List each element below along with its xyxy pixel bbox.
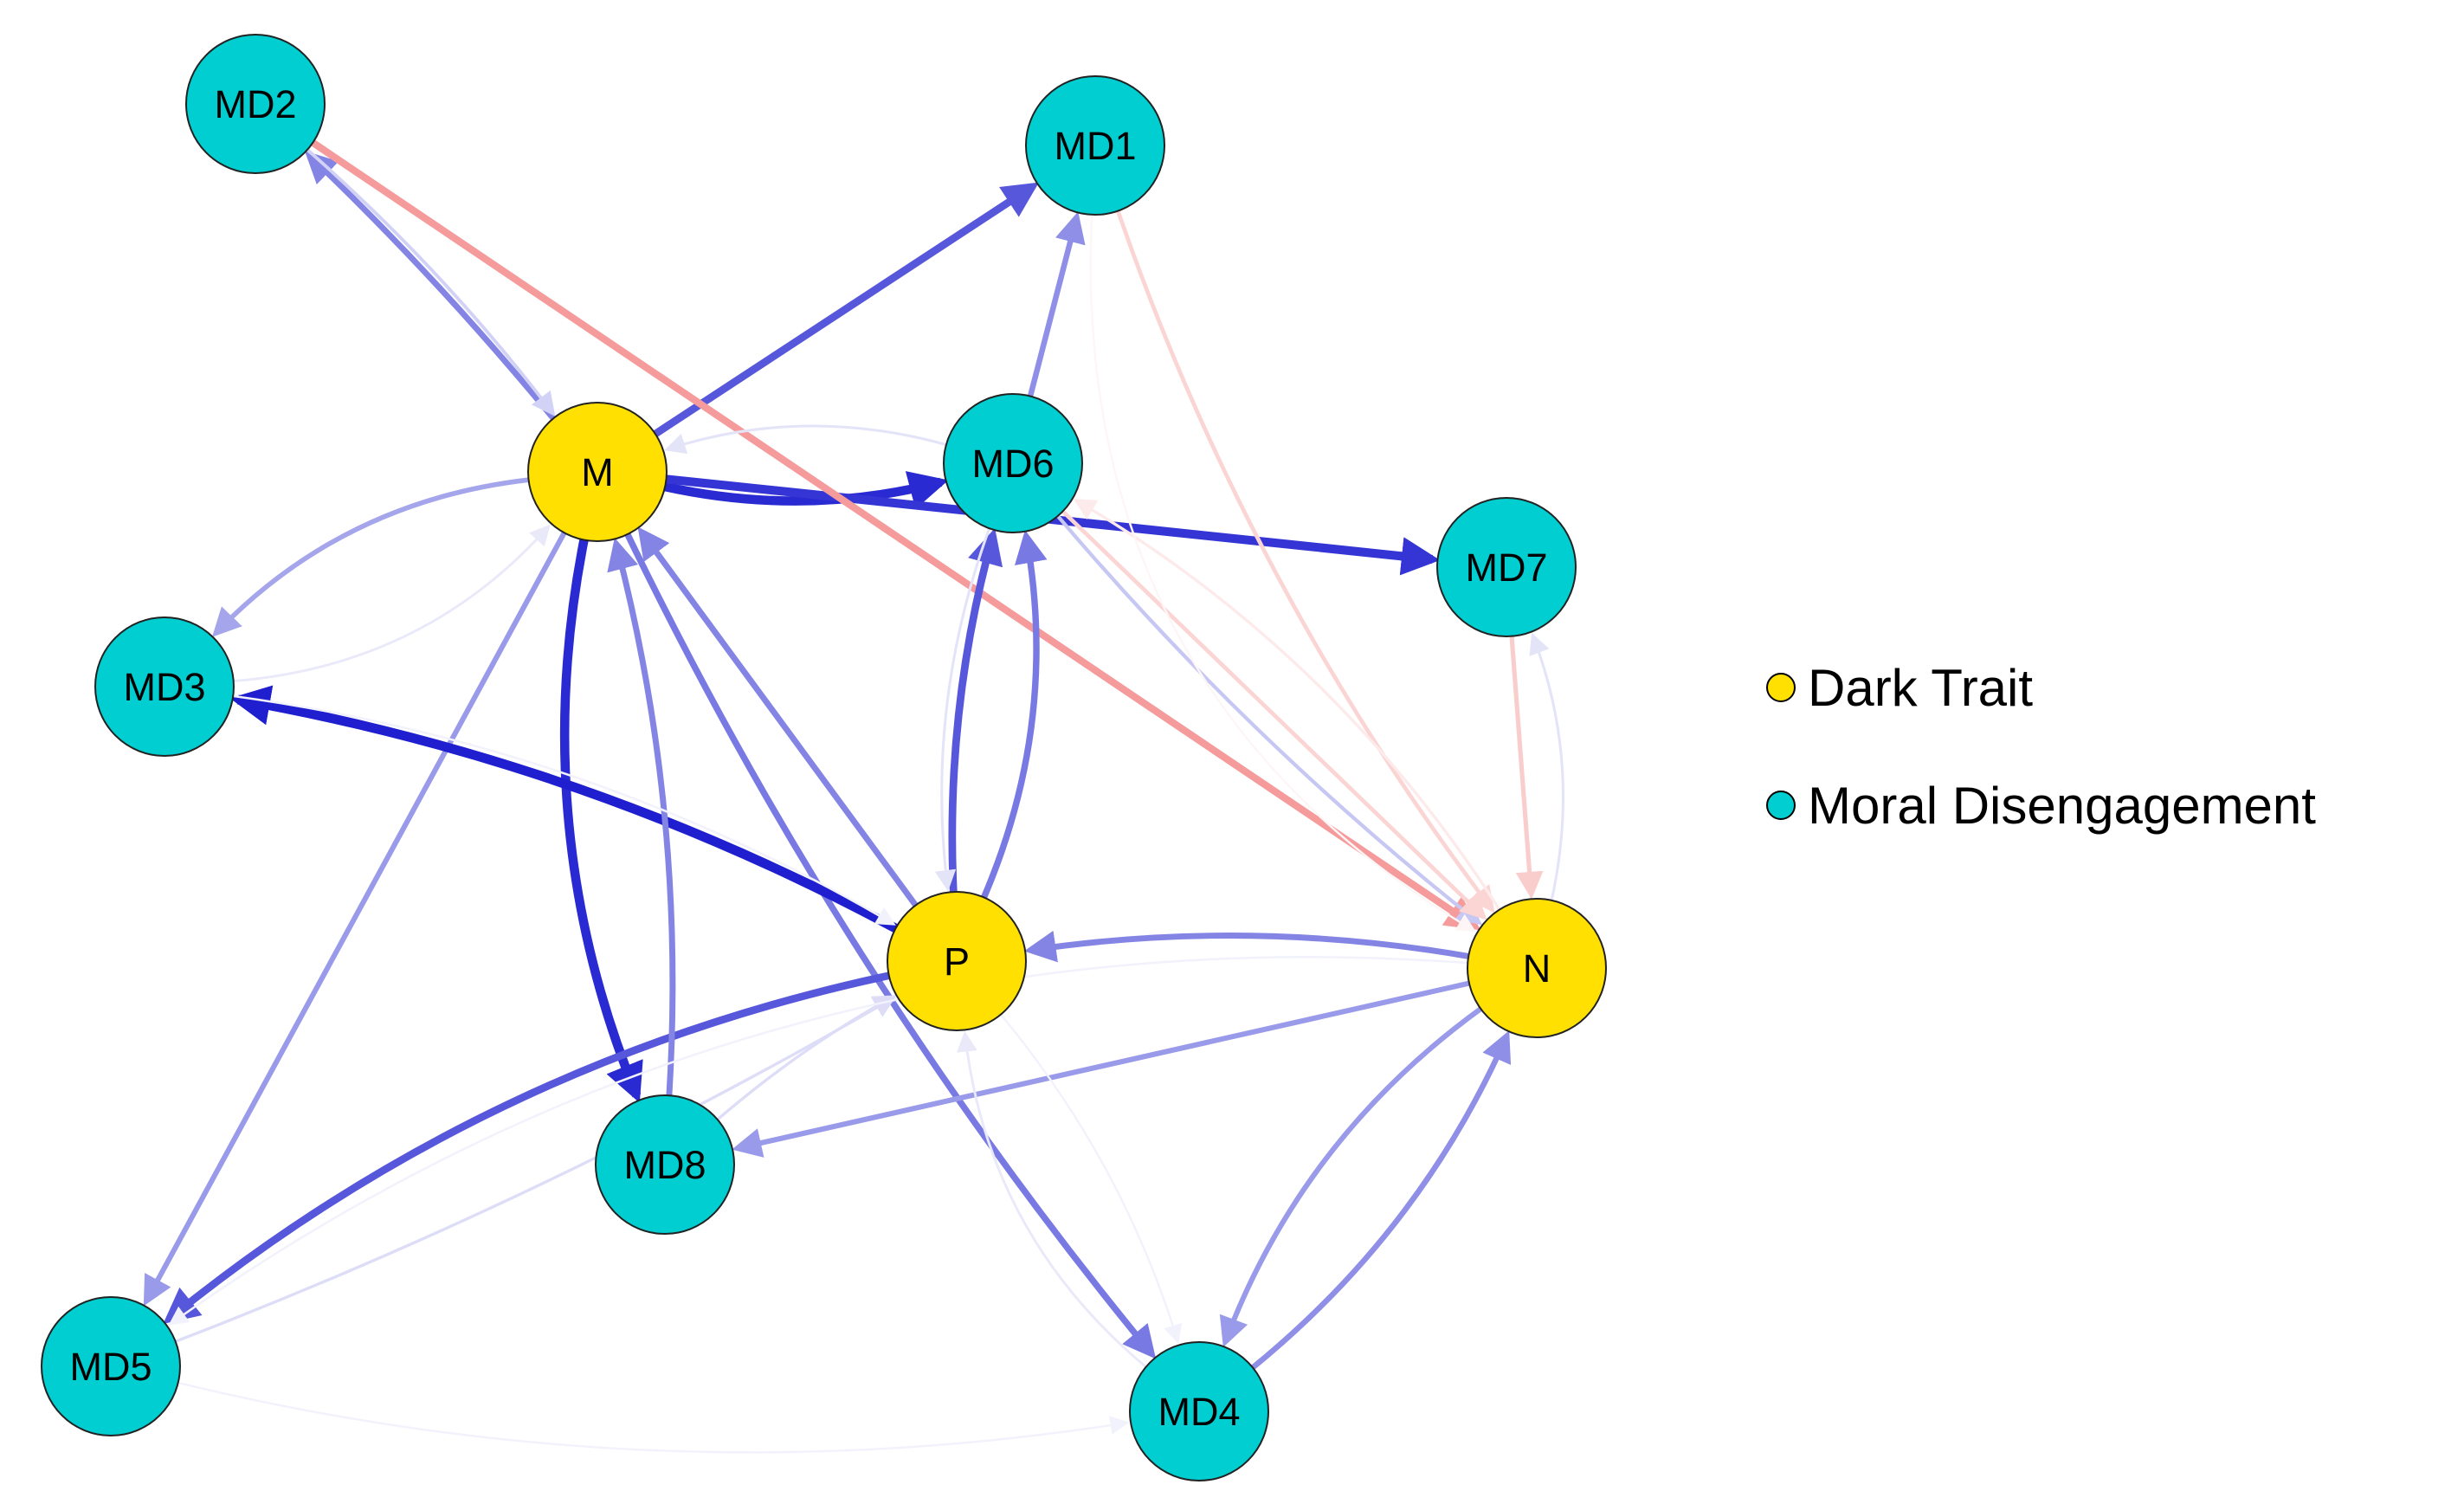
- edge-md4-to-n: [1250, 1030, 1512, 1370]
- edge-md5-to-md4: [177, 1381, 1130, 1454]
- node-p: P: [887, 891, 1027, 1031]
- edge-md4-to-p: [957, 1030, 1147, 1368]
- edge-md6-to-md1: [1027, 211, 1086, 397]
- node-md8: MD8: [595, 1094, 735, 1235]
- edge-md6-to-m: [664, 424, 947, 455]
- edge-n-to-md4: [1219, 1006, 1483, 1347]
- legend: Dark Trait Moral Disengagement: [1766, 658, 2316, 894]
- node-circle-md4: [1129, 1341, 1269, 1481]
- legend-label-dark-trait: Dark Trait: [1808, 658, 2034, 717]
- edge-p-to-m: [637, 526, 919, 907]
- node-label-md5: MD5: [69, 1345, 152, 1389]
- edge-m-to-md3: [211, 477, 529, 637]
- edge-md6-to-n: [1061, 509, 1487, 920]
- edge-md5-to-p: [175, 996, 897, 1343]
- node-md7: MD7: [1436, 497, 1577, 637]
- edge-n-to-md8: [732, 980, 1470, 1158]
- edge-n-to-md7: [1529, 632, 1565, 901]
- edge-md7-to-n: [1509, 636, 1544, 900]
- node-md6: MD6: [943, 393, 1083, 533]
- node-md3: MD3: [94, 616, 235, 757]
- node-circle-p: [887, 891, 1027, 1031]
- legend-dot-dark-trait: [1766, 673, 1796, 702]
- edge-p-to-md5: [163, 971, 890, 1324]
- edge-p-to-md4: [1000, 1013, 1183, 1344]
- legend-item-dark-trait: Dark Trait: [1766, 658, 2316, 717]
- edge-m-to-md8: [559, 539, 643, 1103]
- edge-n-to-p: [1023, 930, 1469, 963]
- node-md4: MD4: [1129, 1341, 1269, 1481]
- node-label-md6: MD6: [971, 442, 1054, 486]
- edge-md6-to-n: [1056, 514, 1482, 926]
- legend-label-moral-disengagement: Moral Disengagement: [1808, 776, 2316, 835]
- node-label-md7: MD7: [1465, 545, 1547, 590]
- edge-md1-to-n: [1116, 210, 1495, 913]
- edge-m-to-md4: [624, 533, 1157, 1359]
- node-circle-m: [527, 402, 668, 542]
- node-circle-n: [1467, 898, 1607, 1038]
- node-circle-md7: [1436, 497, 1577, 637]
- edge-md3-to-m: [233, 524, 551, 683]
- edge-n-to-md5: [168, 956, 1468, 1326]
- edge-md2-to-n: [311, 139, 1481, 931]
- node-label-md3: MD3: [123, 665, 205, 709]
- node-circle-md2: [185, 34, 326, 174]
- node-md5: MD5: [41, 1296, 181, 1436]
- node-circle-md6: [943, 393, 1083, 533]
- node-label-md4: MD4: [1158, 1390, 1240, 1434]
- node-label-n: N: [1523, 946, 1551, 991]
- node-label-md1: MD1: [1054, 124, 1136, 168]
- edge-m-to-md6: [664, 471, 949, 510]
- edge-md3-to-p: [233, 694, 896, 926]
- node-n: N: [1467, 898, 1607, 1038]
- edge-m-to-md2: [304, 151, 556, 421]
- legend-dot-moral-disengagement: [1766, 791, 1796, 820]
- node-m: M: [527, 402, 668, 542]
- edge-m-to-md5: [143, 531, 567, 1307]
- node-md1: MD1: [1025, 75, 1165, 216]
- node-circle-md3: [94, 616, 235, 757]
- node-circle-md8: [595, 1094, 735, 1235]
- node-label-md8: MD8: [623, 1143, 706, 1187]
- node-circle-md1: [1025, 75, 1165, 216]
- edge-md1-to-n: [1089, 214, 1476, 933]
- node-md2: MD2: [185, 34, 326, 174]
- node-circle-md5: [41, 1296, 181, 1436]
- legend-item-moral-disengagement: Moral Disengagement: [1766, 776, 2316, 835]
- edge-n-to-md6: [1073, 498, 1501, 911]
- edge-p-to-md3: [229, 685, 899, 933]
- edge-m-to-md1: [653, 182, 1040, 437]
- edge-md2-to-m: [306, 148, 556, 416]
- node-label-p: P: [944, 939, 970, 984]
- node-label-md2: MD2: [214, 82, 296, 126]
- edge-md6-to-p: [934, 527, 991, 892]
- edges-layer: [143, 139, 1565, 1454]
- node-label-m: M: [581, 450, 614, 494]
- edge-md8-to-m: [607, 538, 676, 1096]
- edge-p-to-md6: [981, 530, 1048, 899]
- edge-p-to-md6: [948, 527, 1003, 893]
